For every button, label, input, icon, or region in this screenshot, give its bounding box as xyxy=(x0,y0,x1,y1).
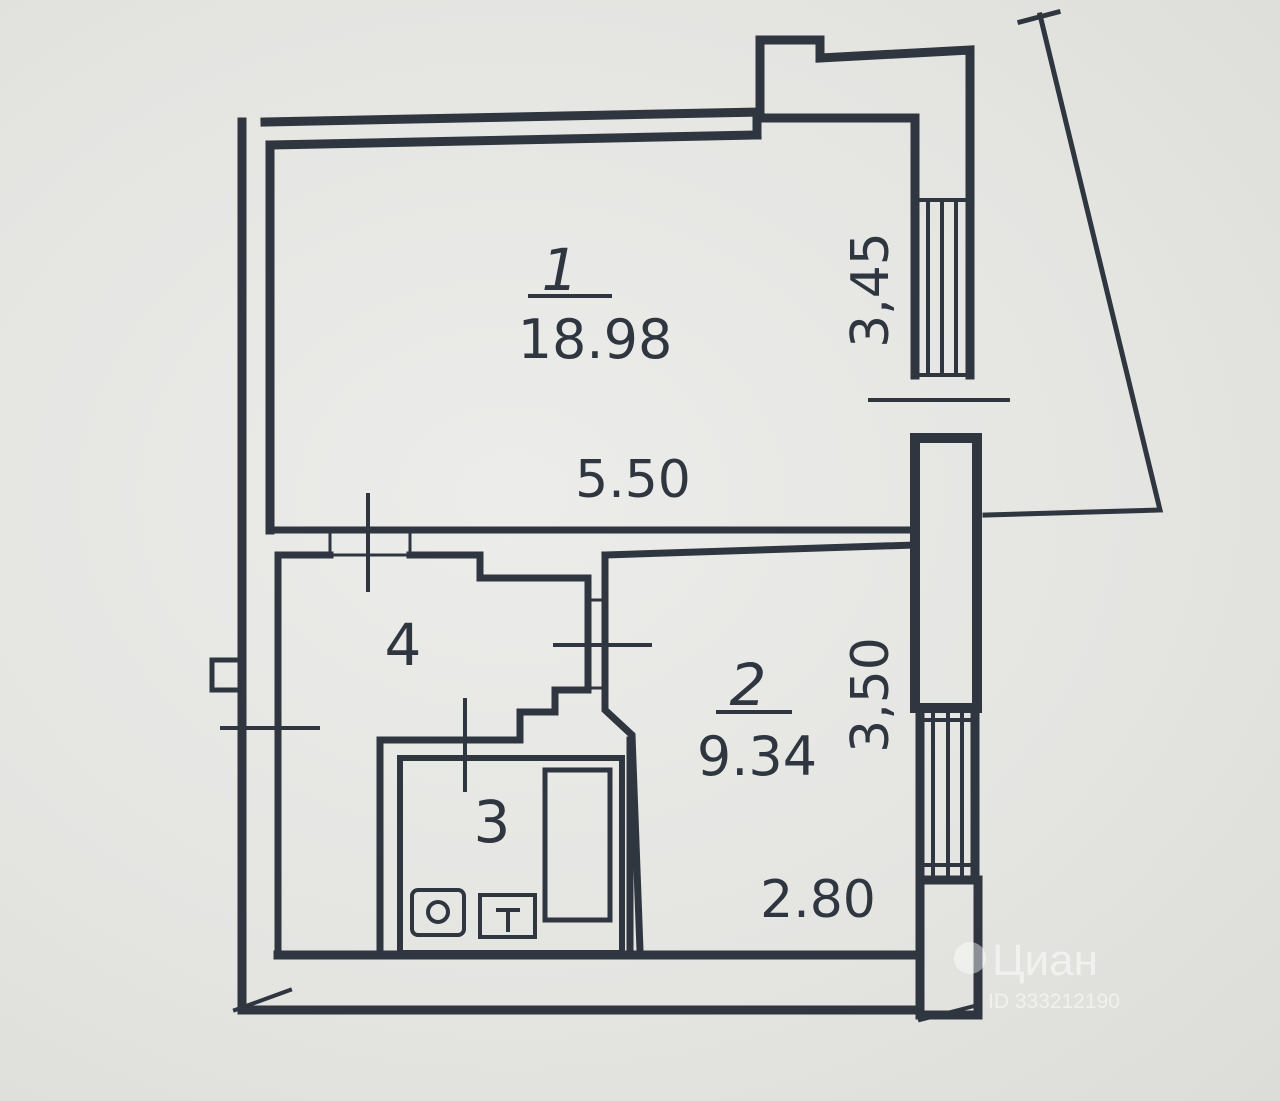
room-2-area: 9.34 xyxy=(697,725,817,788)
watermark: Циан ID 333212190 xyxy=(954,936,1120,1013)
balcony-outline xyxy=(982,8,1164,518)
room-1-area: 18.98 xyxy=(518,308,673,371)
outer-walls xyxy=(237,35,983,1020)
room-3-number: 3 xyxy=(474,788,511,856)
dimension-room1-width: 5.50 xyxy=(575,450,691,510)
interior-walls xyxy=(209,526,919,959)
washing-machine-icon xyxy=(410,888,466,937)
room-1-number: 1 xyxy=(542,236,579,304)
dimension-room1-depth: 3,45 xyxy=(841,232,901,348)
door-ticks xyxy=(220,398,1010,1023)
room-2-number: 2 xyxy=(730,651,767,719)
dimension-room2-width: 2.80 xyxy=(760,870,876,930)
windows xyxy=(913,198,977,880)
toilet-icon xyxy=(478,893,537,939)
watermark-brand: Циан xyxy=(992,936,1098,985)
cian-logo-icon xyxy=(954,942,986,974)
watermark-id: ID 333212190 xyxy=(988,990,1120,1013)
dimension-room2-depth: 3,50 xyxy=(841,637,901,753)
room-4-number: 4 xyxy=(385,611,422,679)
bathroom-fixtures xyxy=(410,888,537,939)
